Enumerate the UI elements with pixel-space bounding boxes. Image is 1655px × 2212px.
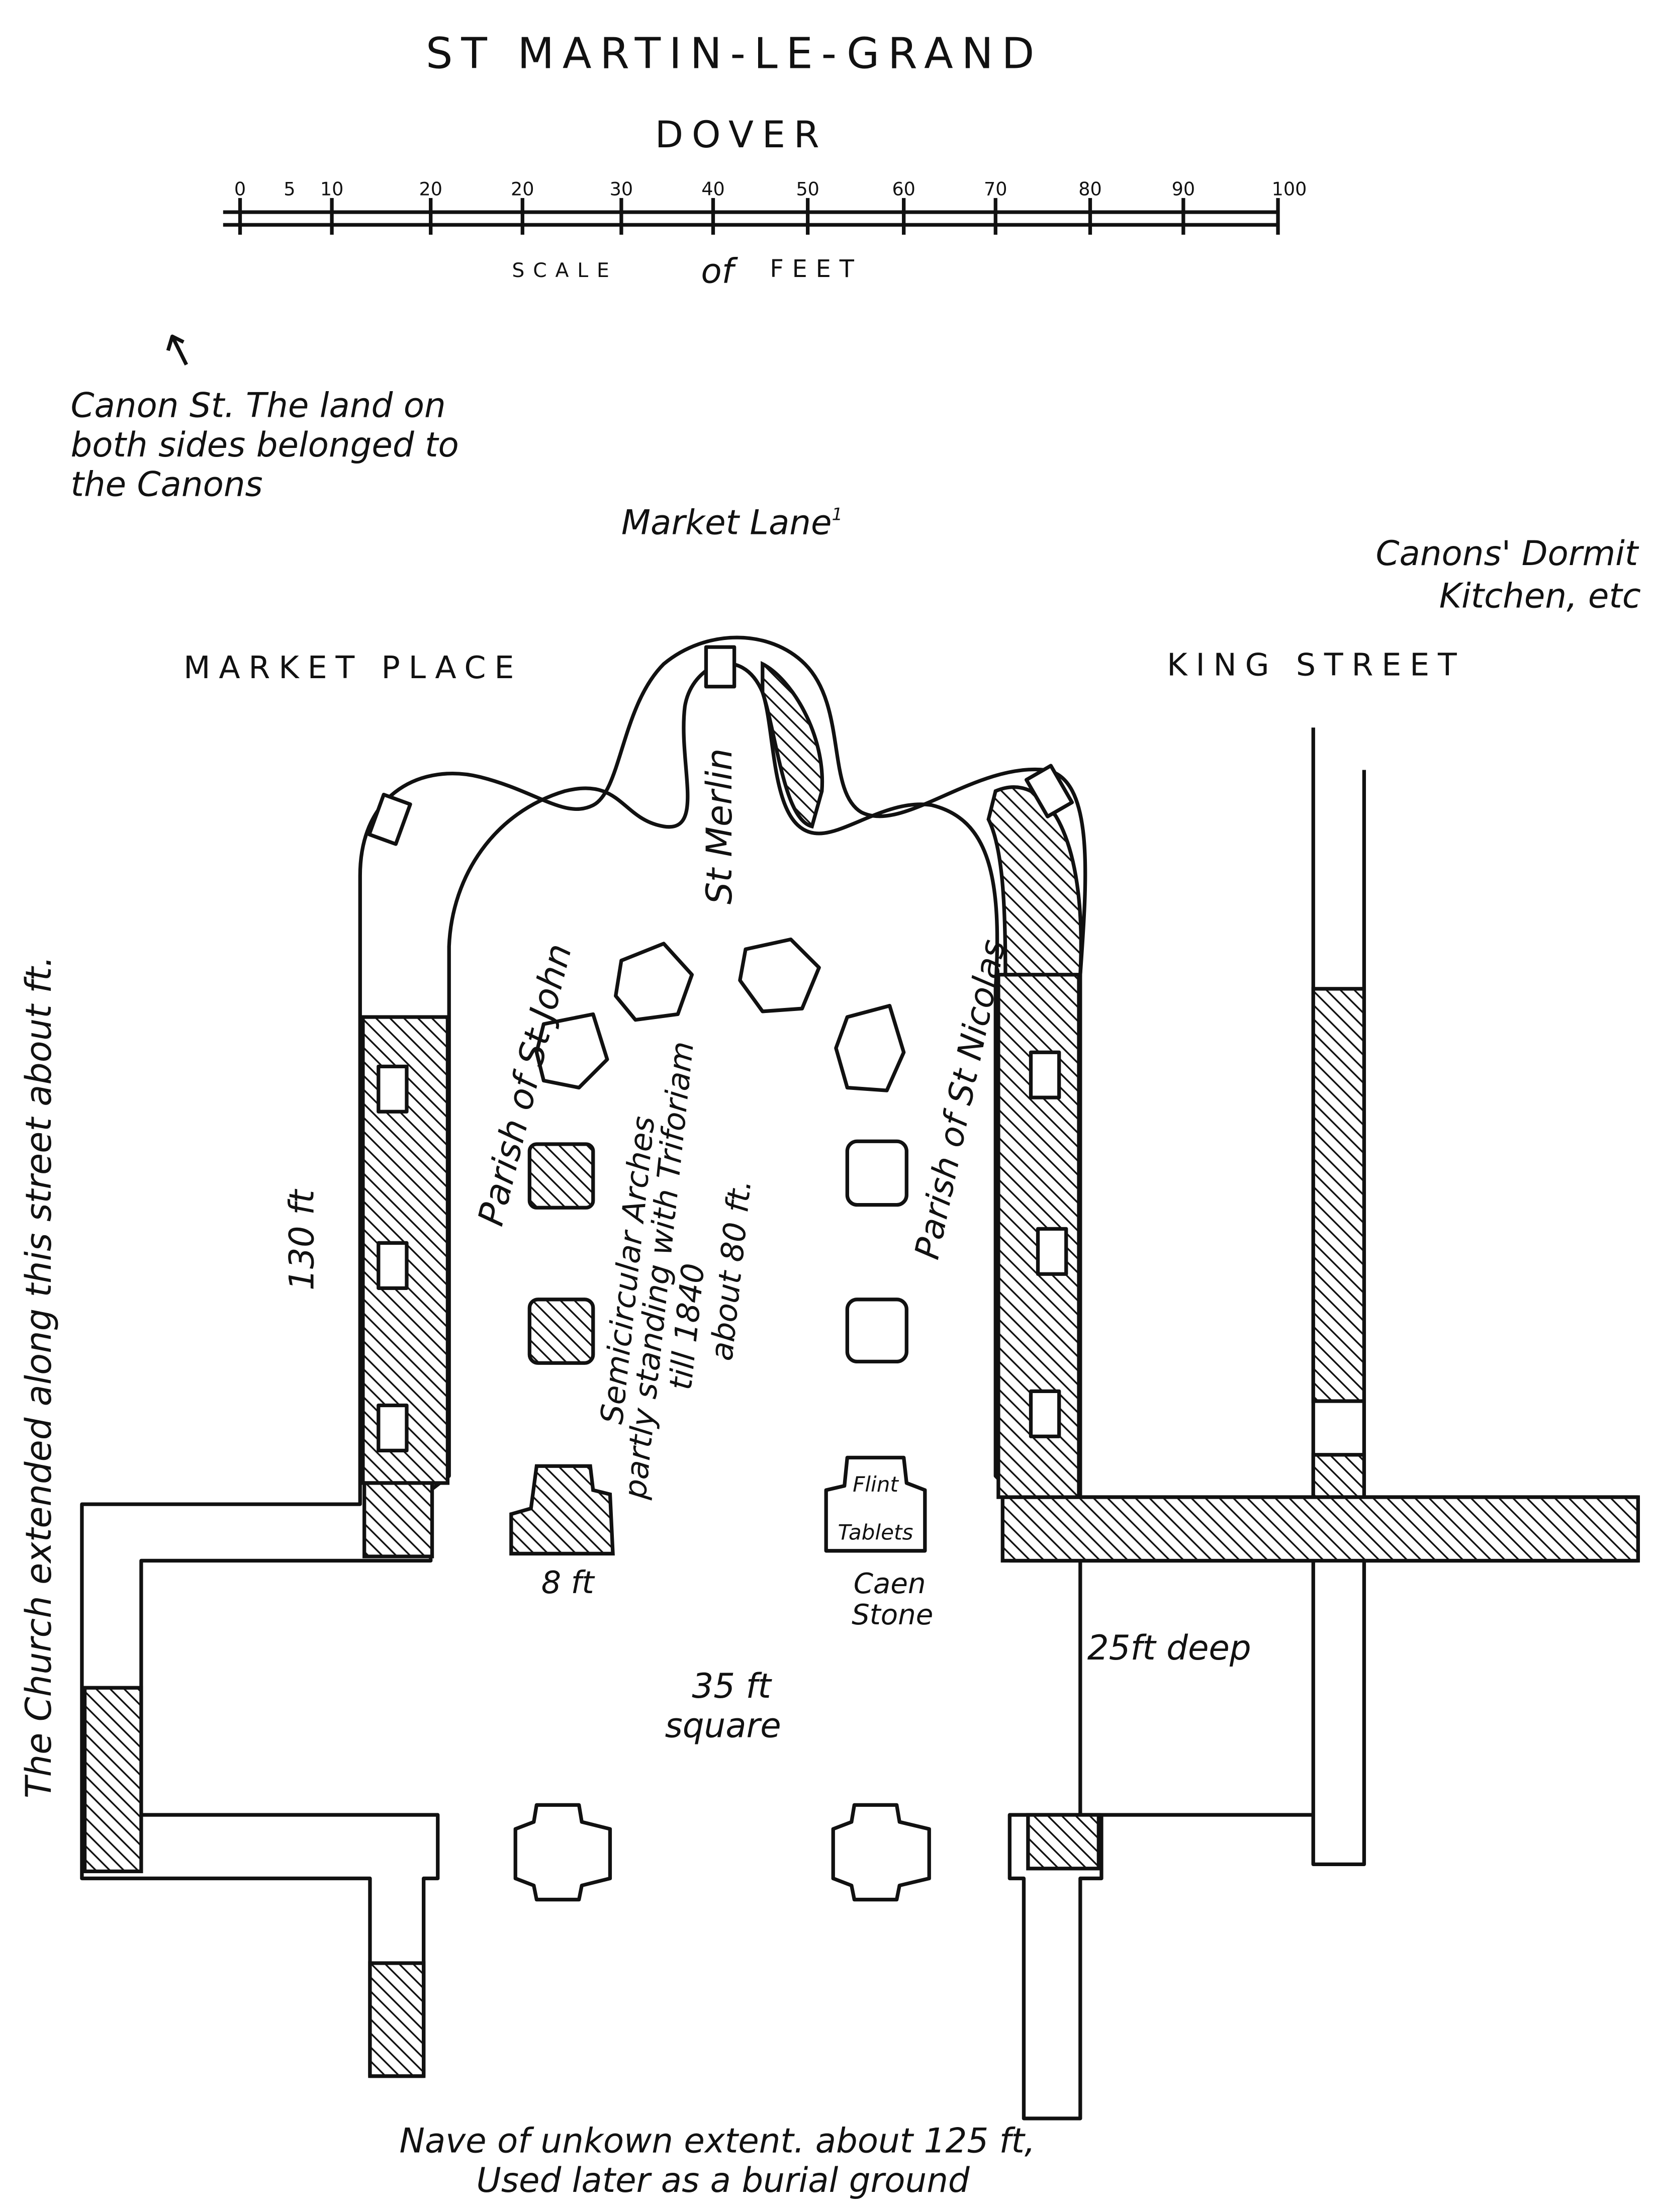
north-arrow-icon xyxy=(166,334,189,365)
church-walls xyxy=(80,635,1640,2121)
length-130ft-label: 130 ft xyxy=(282,1188,322,1291)
scale-tick-label: 90 xyxy=(1172,178,1195,200)
market-lane-label: Market Lane1 xyxy=(621,502,843,542)
svg-text:about 80 ft.: about 80 ft. xyxy=(703,1178,758,1362)
svg-text:35 ft: 35 ft xyxy=(692,1666,772,1706)
svg-text:SCALE: SCALE xyxy=(512,259,617,282)
svg-text:of: of xyxy=(701,251,738,291)
svg-text:the Canons: the Canons xyxy=(70,465,262,504)
scale-tick-label: 30 xyxy=(610,178,633,200)
svg-text:FEET: FEET xyxy=(770,255,862,283)
scale-tick-label: 5 xyxy=(284,178,295,200)
svg-text:Canon St. The land on: Canon St. The land on xyxy=(70,385,445,425)
church-extended-note: The Church extended along this street ab… xyxy=(18,956,59,1798)
scale-caption: SCALE of FEET xyxy=(512,251,862,291)
svg-text:Nave of unkown extent. about 1: Nave of unkown extent. about 125 ft, xyxy=(400,2121,1036,2160)
depth-25ft-label: 25ft deep xyxy=(1087,1628,1251,1668)
scale-tick-label: 60 xyxy=(892,178,915,200)
scale-bar: 0 5 10 20 20 30 40 50 60 70 80 90 100 xyxy=(223,178,1307,235)
caen-stone-label: Caen Stone xyxy=(852,1568,933,1631)
wall-windows xyxy=(367,645,1074,1453)
scale-tick-label: 80 xyxy=(1078,178,1101,200)
king-street-label: KING STREET xyxy=(1167,647,1465,683)
pier-8ft-label: 8 ft xyxy=(541,1564,596,1601)
svg-text:square: square xyxy=(665,1706,781,1745)
piers xyxy=(509,937,931,1902)
semicircular-arches-note: Semicircular Arches partly standing with… xyxy=(594,1040,759,1501)
crossing-35ft-label: 35 ft square xyxy=(665,1666,781,1745)
svg-text:Stone: Stone xyxy=(852,1599,933,1631)
scale-tick-label: 70 xyxy=(984,178,1007,200)
nave-note: Nave of unkown extent. about 125 ft, Use… xyxy=(400,2121,1036,2200)
plan-title: ST MARTIN-LE-GRAND xyxy=(426,29,1043,78)
svg-text:both sides belonged to: both sides belonged to xyxy=(70,425,458,465)
scale-tick-label: 100 xyxy=(1272,178,1307,200)
svg-text:Used later as a burial ground: Used later as a burial ground xyxy=(477,2160,970,2200)
scale-tick-label: 10 xyxy=(320,178,343,200)
svg-text:Kitchen, etc: Kitchen, etc xyxy=(1439,576,1641,615)
scale-tick-label: 50 xyxy=(796,178,819,200)
canons-dormit-note: Canons' Dormit Kitchen, etc xyxy=(1375,533,1640,615)
scale-tick-label: 20 xyxy=(419,178,442,200)
market-place-label: MARKET PLACE xyxy=(183,650,522,686)
plan-subtitle: DOVER xyxy=(655,114,828,156)
svg-text:Canons' Dormit: Canons' Dormit xyxy=(1375,533,1639,573)
svg-text:Caen: Caen xyxy=(854,1568,926,1600)
flint-tablets-label: Flint Tablets xyxy=(838,1472,913,1545)
st-merlin-label: St Merlin xyxy=(699,749,740,905)
canon-st-note: Canon St. The land on both sides belonge… xyxy=(70,385,458,504)
scale-tick-label: 40 xyxy=(701,178,724,200)
scale-tick-label: 0 xyxy=(234,178,246,200)
svg-text:Tablets: Tablets xyxy=(838,1520,913,1544)
svg-text:Flint: Flint xyxy=(853,1472,899,1497)
scale-tick-label: 20 xyxy=(511,178,534,200)
